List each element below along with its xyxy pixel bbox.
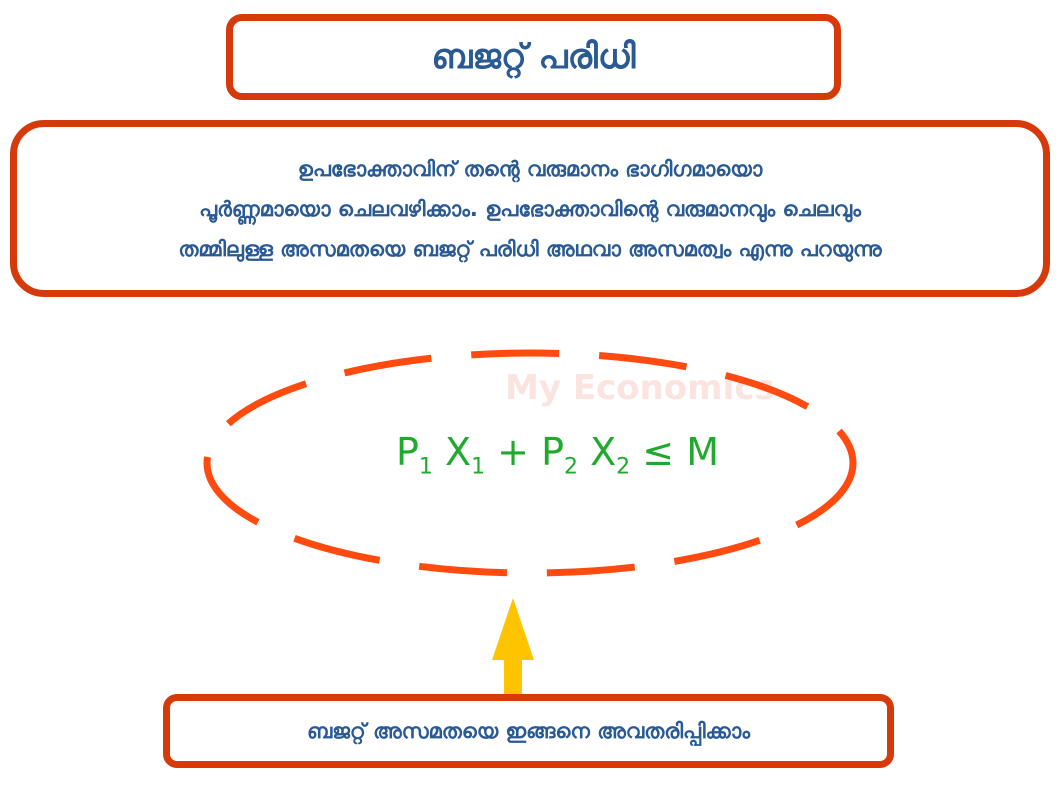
dashed-ellipse xyxy=(203,349,857,577)
description-line: പൂർണ്ണമായൊ ചെലവഴിക്കാം. ഉപഭോക്താവിന്റെ വ… xyxy=(199,196,861,221)
title-text: ബജറ്റ് പരിധി xyxy=(431,37,636,77)
bottom-label: ബജറ്റ് അസമതയെ ഇങ്ങനെ അവതരിപ്പിക്കാം xyxy=(306,718,751,743)
description-line: ഉപഭോക്താവിന് തന്റെ വരുമാനം ഭാഗിഗമായൊ xyxy=(297,156,763,181)
title-box: ബജറ്റ് പരിധി xyxy=(226,14,841,100)
description-box: ഉപഭോക്താവിന് തന്റെ വരുമാനം ഭാഗിഗമായൊ പൂർ… xyxy=(10,120,1050,297)
budget-equation: P1 X1 + P2 X2 ≤ M xyxy=(396,430,719,480)
up-arrow xyxy=(492,598,534,696)
description-line: തമ്മിലുള്ള അസമതയെ ബജറ്റ് പരിധി അഥവാ അസമത… xyxy=(178,236,882,261)
bottom-label-box: ബജറ്റ് അസമതയെ ഇങ്ങനെ അവതരിപ്പിക്കാം xyxy=(163,694,894,768)
